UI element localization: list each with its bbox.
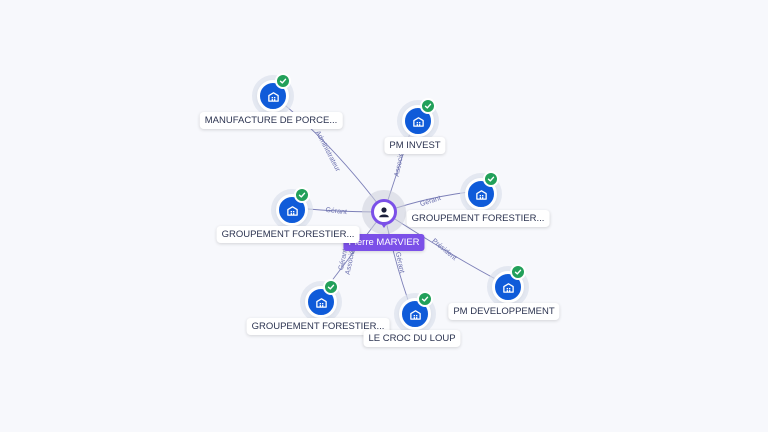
- company-name-label: PM DEVELOPPEMENT: [448, 303, 560, 320]
- edge-relation-label: Gérant: [394, 251, 405, 273]
- edge-relation-label: Gérant: [419, 195, 442, 208]
- edge-relation-label: Administrateur: [314, 130, 342, 174]
- verified-check-icon: [323, 279, 339, 295]
- edge-relation-label: Gérant: [338, 248, 349, 270]
- person-name-label: Pierre MARVIER: [343, 234, 425, 251]
- company-name-label: LE CROC DU LOUP: [363, 330, 461, 347]
- edge-relation-label: Gérant: [325, 207, 347, 216]
- person-icon: [371, 199, 397, 225]
- verified-check-icon: [275, 73, 291, 89]
- verified-check-icon: [510, 264, 526, 280]
- company-name-label: GROUPEMENT FORESTIER...: [216, 226, 360, 243]
- verified-check-icon: [420, 98, 436, 114]
- company-name-label: PM INVEST: [384, 137, 446, 154]
- verified-check-icon: [294, 187, 310, 203]
- verified-check-icon: [417, 291, 433, 307]
- company-name-label: GROUPEMENT FORESTIER...: [246, 318, 390, 335]
- company-name-label: MANUFACTURE DE PORCE...: [199, 112, 343, 129]
- building-icon: [257, 80, 289, 112]
- edge-relation-label: Associé: [394, 152, 406, 178]
- edge-relation-label: Président: [430, 238, 457, 262]
- verified-check-icon: [483, 171, 499, 187]
- edge-relation-label: Associé: [345, 250, 357, 276]
- building-icon: [402, 105, 434, 137]
- company-name-label: GROUPEMENT FORESTIER...: [406, 210, 550, 227]
